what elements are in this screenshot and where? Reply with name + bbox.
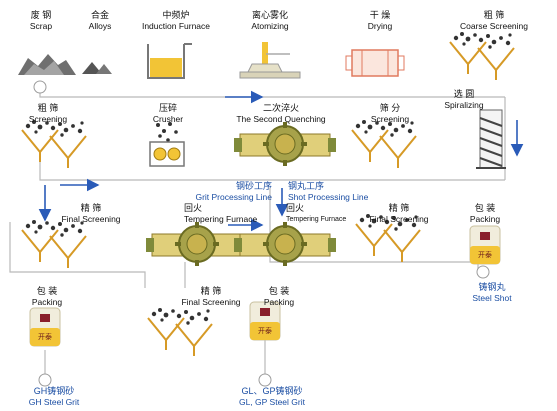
induction-furnace-icon — [147, 43, 192, 79]
scrap-pile-icon — [18, 54, 76, 75]
bag-brand-text: 开泰 — [478, 252, 492, 259]
tempering-drum-icon — [233, 221, 337, 267]
alloy-pile-icon — [82, 62, 112, 74]
crusher-icon — [149, 122, 185, 167]
screen-deck-icon — [21, 219, 87, 269]
start-circle — [33, 80, 47, 94]
spiral-separator-icon — [476, 109, 506, 169]
product-circle-icon — [258, 373, 272, 387]
screen-deck-icon — [147, 307, 213, 357]
product-circle-icon — [476, 265, 490, 279]
product-circle-icon — [38, 373, 52, 387]
tempering-drum-icon — [145, 221, 249, 267]
screen-deck-icon — [449, 31, 515, 81]
bag-brand-text: 开泰 — [258, 328, 272, 335]
screen-deck-icon — [21, 119, 87, 169]
quench-drum-icon — [233, 121, 337, 167]
screen-deck-icon — [351, 119, 417, 169]
bag-brand-text: 开泰 — [38, 334, 52, 341]
dryer-drum-icon — [345, 49, 405, 77]
atomizer-icon — [239, 42, 301, 79]
